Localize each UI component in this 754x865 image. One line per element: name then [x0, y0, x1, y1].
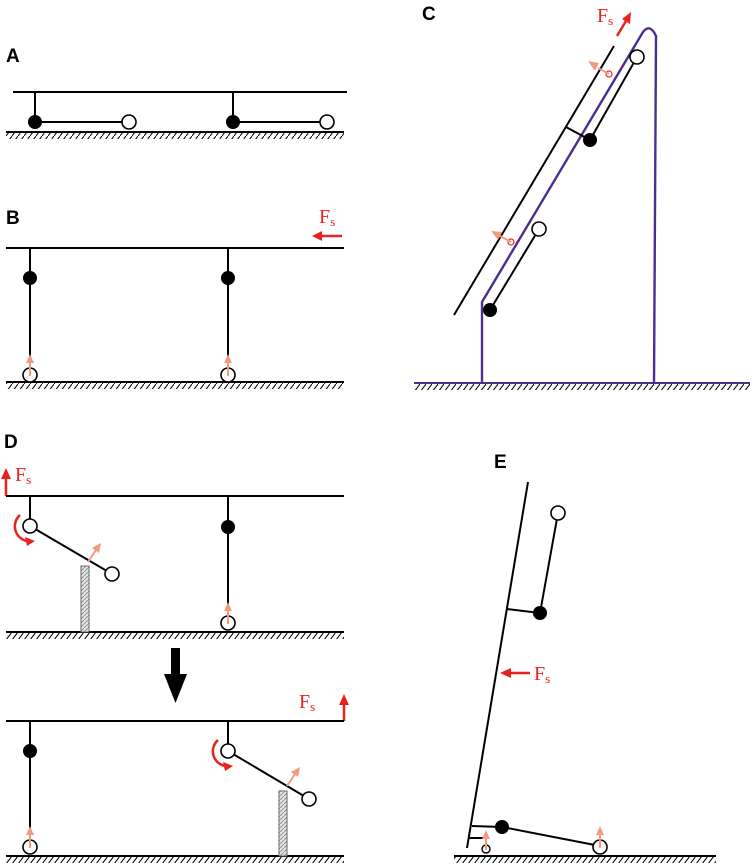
- joint-filled: [226, 115, 240, 129]
- thrust-arrow-icon: [491, 231, 502, 240]
- panel-label-a: A: [6, 46, 20, 67]
- panel-e: E Fs: [454, 452, 716, 863]
- leg-1: [22, 248, 38, 383]
- joint-filled: [23, 271, 37, 285]
- panel-b: B Fs: [6, 206, 344, 389]
- force-label: Fs: [319, 206, 335, 229]
- foot-open: [629, 49, 645, 65]
- panel-d: D Fs: [1, 432, 344, 639]
- force-label: Fs: [15, 464, 31, 487]
- leg-2: [220, 248, 236, 383]
- force-label: Fs: [299, 691, 315, 714]
- force-arrow-icon: [312, 231, 322, 241]
- thrust-arrow-icon: [596, 826, 604, 835]
- leg-2: [226, 92, 335, 130]
- leg-lower: [469, 820, 608, 855]
- foot-open: [104, 566, 120, 582]
- shear-force-b: Fs: [312, 206, 342, 241]
- joint-filled: [221, 271, 235, 285]
- ground-hatch: [6, 632, 344, 639]
- joint-open: [220, 743, 236, 759]
- foot-open: [531, 221, 547, 237]
- joint-filled: [583, 133, 597, 147]
- panel-label-d: D: [4, 432, 18, 453]
- panel-label-b: B: [6, 208, 20, 229]
- body-line: [453, 45, 615, 316]
- obstacle-stem: [80, 565, 90, 633]
- force-arrow-icon: [1, 468, 11, 479]
- panel-label-c: C: [422, 4, 436, 25]
- ground-hatch: [6, 856, 344, 863]
- leg-1: [13, 496, 120, 582]
- force-arrow-icon: [500, 668, 511, 678]
- leg-1: [22, 721, 38, 855]
- ground-hatch: [454, 856, 716, 863]
- plant-stem-outline: [480, 27, 658, 384]
- thrust-arrow-icon: [92, 543, 101, 553]
- foot-open: [301, 791, 317, 807]
- curved-arrow-icon: [223, 762, 233, 771]
- panel-d-after: Fs: [6, 691, 349, 863]
- foot-open: [121, 114, 137, 130]
- leg-2: [220, 496, 236, 631]
- thrust-arrow-icon: [26, 826, 34, 835]
- panel-label-e: E: [494, 452, 507, 473]
- joint-filled: [28, 115, 42, 129]
- joint-filled: [495, 820, 509, 834]
- obstacle-stem: [278, 790, 288, 857]
- ground-hatch: [414, 383, 750, 390]
- force-arrow-icon: [339, 694, 349, 705]
- force-label: Fs: [534, 663, 550, 686]
- leg-upper: [506, 505, 566, 620]
- ground-hatch: [6, 382, 344, 389]
- panel-c: C Fs: [414, 4, 750, 390]
- rotation-arrow: [13, 514, 28, 543]
- shear-force-c: Fs: [597, 5, 631, 37]
- curved-arrow-icon: [25, 537, 35, 546]
- thrust-arrow-icon: [291, 767, 300, 777]
- shear-force-d-top: Fs: [1, 464, 31, 496]
- panel-a: A: [6, 46, 347, 139]
- joint-filled: [483, 303, 497, 317]
- thrust-arrow-icon: [224, 602, 232, 611]
- joint-filled: [23, 744, 37, 758]
- body-line: [466, 481, 529, 849]
- joint-filled: [221, 520, 235, 534]
- leg-lower: [483, 221, 547, 317]
- force-arrow-icon: [622, 12, 631, 24]
- force-label: Fs: [597, 5, 613, 28]
- leg-2: [211, 721, 317, 807]
- shear-force-d-bottom: Fs: [299, 691, 349, 721]
- shear-force-e: Fs: [500, 663, 550, 686]
- foot-open: [550, 505, 566, 521]
- joint-filled: [533, 606, 547, 620]
- leg-upper: [565, 49, 645, 147]
- leg-1: [28, 92, 137, 130]
- arrow-down-icon: [164, 674, 187, 703]
- foot-open: [319, 114, 335, 130]
- rotation-arrow: [211, 739, 226, 768]
- thrust-arrow-icon: [26, 354, 34, 363]
- thrust-arrow-icon: [588, 61, 599, 71]
- thrust-arrow-icon: [224, 354, 232, 363]
- ground-hatch: [6, 132, 344, 139]
- thrust-arrow-icon: [482, 830, 490, 839]
- joint-open: [22, 518, 38, 534]
- transition-arrow: [164, 648, 187, 703]
